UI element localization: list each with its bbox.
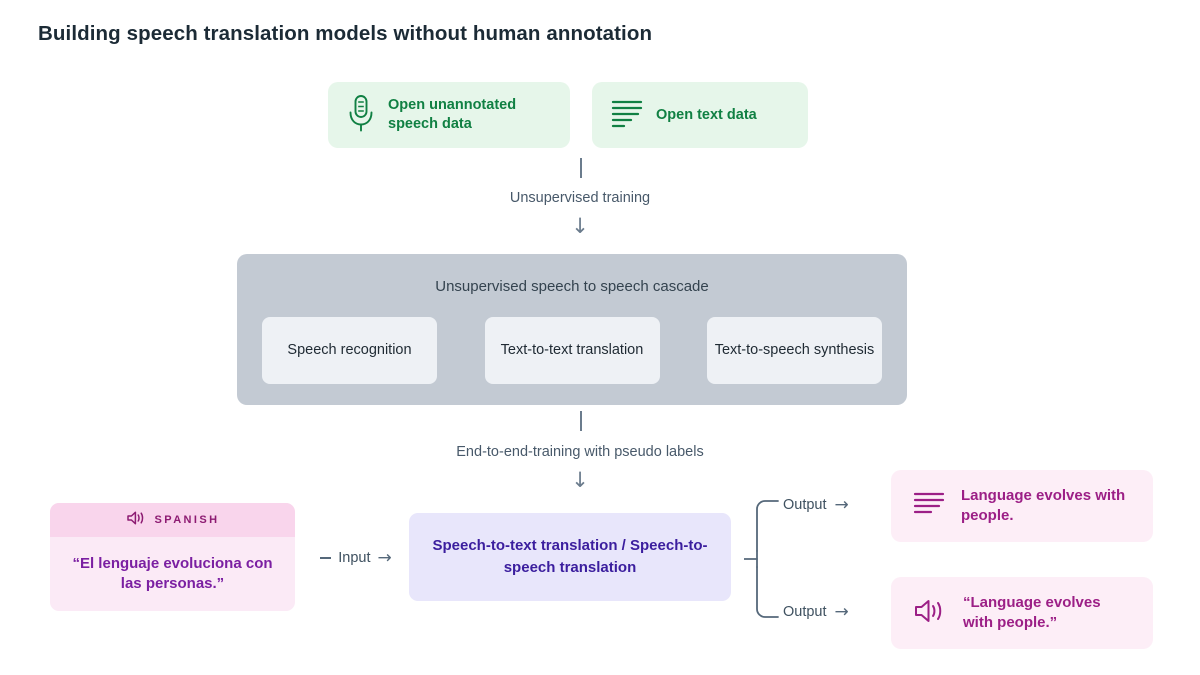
source-card-open-text-data[interactable]: Open text data <box>592 82 808 148</box>
input-sample-card[interactable]: SPANISH “El lenguaje evoluciona con las … <box>50 503 295 611</box>
cascade-title: Unsupervised speech to speech cascade <box>435 278 709 295</box>
connector-label-output: Output <box>783 497 827 513</box>
cascade-stage-text-to-text-translation[interactable]: Text-to-text translation <box>484 317 660 384</box>
cascade-stage-text-to-speech-synthesis[interactable]: Text-to-speech synthesis <box>707 317 882 384</box>
cascade-stage-row: Speech recognition Text-to-text translat… <box>262 317 882 384</box>
arrow-down-icon: ↓ <box>571 214 589 238</box>
input-sample-quote: “El lenguaje evoluciona con las personas… <box>72 554 273 592</box>
arrow-right-icon: → <box>834 601 849 622</box>
output-card-text[interactable]: Language evolves with people. <box>891 470 1153 542</box>
cascade-block: Unsupervised speech to speech cascade Sp… <box>237 254 907 405</box>
source-card-label: Open unannotated speech data <box>388 97 517 132</box>
connector-label-input: Input <box>338 550 371 566</box>
connector-label-unsupervised-training: Unsupervised training <box>509 190 651 206</box>
source-card-open-unannotated-speech-data[interactable]: Open unannotated speech data <box>328 82 570 148</box>
page-title: Building speech translation models witho… <box>38 22 653 45</box>
connector-label-output: Output <box>783 604 827 620</box>
cascade-stage-speech-recognition[interactable]: Speech recognition <box>262 317 437 384</box>
model-box[interactable]: Speech-to-text translation / Speech-to-s… <box>409 513 731 601</box>
connector-output-2: Output → <box>783 600 895 624</box>
connector-stem-top <box>580 158 582 178</box>
output-brace-connector <box>743 495 784 623</box>
input-sample-header: SPANISH <box>50 503 295 537</box>
microphone-icon <box>346 93 376 138</box>
speaker-icon <box>913 597 947 630</box>
speaker-icon <box>126 510 146 531</box>
arrow-down-icon: ↓ <box>571 468 589 492</box>
connector-label-end-to-end-training: End-to-end-training with pseudo labels <box>456 444 704 460</box>
arrow-right-icon: → <box>834 494 849 515</box>
connector-stem-bottom <box>580 411 582 431</box>
text-lines-icon <box>610 96 644 135</box>
arrow-right-icon: → <box>377 547 392 568</box>
output-card-text-label: Language evolves with people. <box>961 486 1126 524</box>
output-card-speech-label: “Language evolves with people.” <box>963 593 1101 631</box>
text-lines-icon <box>913 490 945 523</box>
connector-dash <box>320 557 332 559</box>
source-card-label: Open text data <box>656 106 757 123</box>
connector-input: Input → <box>303 545 409 571</box>
output-card-speech[interactable]: “Language evolves with people.” <box>891 577 1153 649</box>
connector-output-1: Output → <box>783 493 895 517</box>
input-sample-language-label: SPANISH <box>154 514 220 526</box>
